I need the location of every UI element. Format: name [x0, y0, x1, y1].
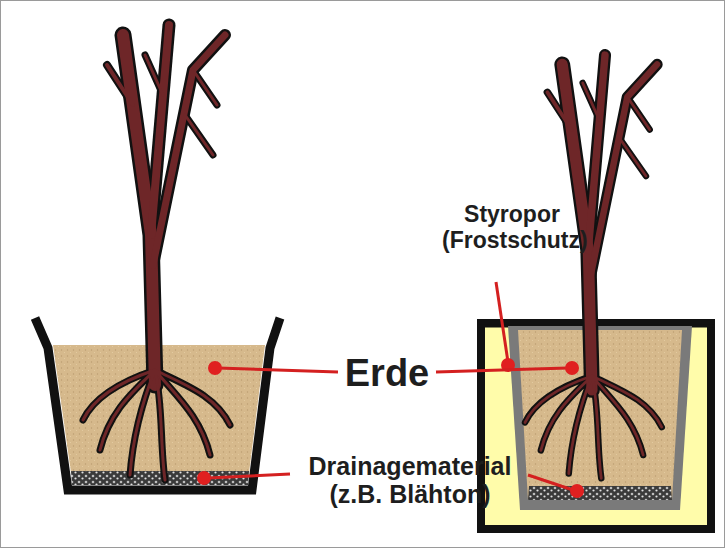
plant	[83, 25, 230, 480]
part-label: Styropor (Frostschutz)	[442, 202, 582, 254]
plain-pot	[35, 25, 280, 490]
insulated-pot	[478, 55, 714, 529]
plant	[525, 55, 662, 478]
part-label: Erde	[337, 352, 437, 395]
drainage-layer	[528, 486, 672, 500]
part-label: Drainagematerial (z.B. Blähton)	[288, 452, 533, 508]
